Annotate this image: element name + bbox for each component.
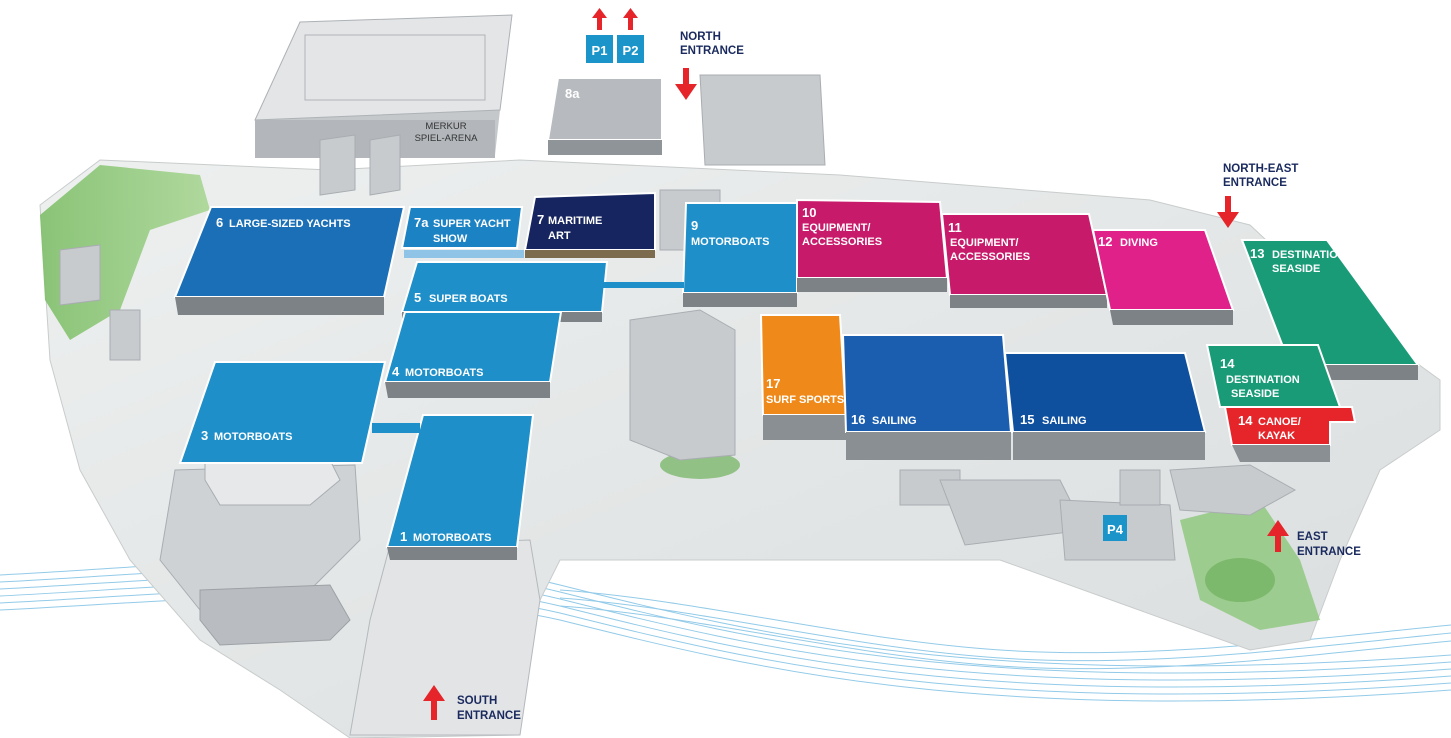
hall-5-number: 5 bbox=[414, 290, 421, 305]
hall-8a-number: 8a bbox=[565, 86, 580, 101]
hall-7a-label-line1: SUPER YACHT bbox=[433, 218, 511, 230]
south-terminal bbox=[159, 449, 541, 736]
hall-7[interactable]: 7 MARITIME ART bbox=[523, 191, 656, 258]
arena-label-line2: SPIEL-ARENA bbox=[415, 133, 478, 144]
hall-9[interactable]: 9 MOTORBOATS bbox=[681, 202, 798, 307]
hall-14-label-line2: SEASIDE bbox=[1231, 388, 1279, 400]
hall-8a[interactable]: 8a bbox=[546, 77, 663, 155]
hall-4-label: MOTORBOATS bbox=[405, 367, 483, 379]
hall-13-label-line1: DESTINATION bbox=[1272, 249, 1346, 261]
hall-4[interactable]: 4 MOTORBOATS bbox=[383, 311, 563, 398]
parking-p1-label: P1 bbox=[592, 43, 608, 58]
parking-p4-label: P4 bbox=[1107, 522, 1124, 537]
hall-10-label-line2: ACCESSORIES bbox=[802, 236, 882, 248]
hall-14-number: 14 bbox=[1220, 356, 1235, 371]
parking-p2[interactable]: P2 bbox=[617, 8, 644, 63]
hall-17-number: 17 bbox=[766, 376, 780, 391]
parking-p1[interactable]: P1 bbox=[586, 8, 613, 63]
hall-15[interactable]: 15 SAILING bbox=[1003, 352, 1207, 460]
hall-connectors bbox=[372, 250, 684, 433]
east-entrance[interactable]: EAST ENTRANCE bbox=[1267, 520, 1361, 558]
south-entrance-line1: SOUTH bbox=[457, 695, 497, 707]
north-east-entrance-line2: ENTRANCE bbox=[1223, 177, 1287, 189]
hall-11[interactable]: 11 EQUIPMENT/ ACCESSORIES bbox=[940, 213, 1109, 308]
hall-11-number: 11 bbox=[948, 220, 962, 235]
hall-16-number: 16 bbox=[851, 412, 865, 427]
hall-7a-label-line2: SHOW bbox=[433, 233, 468, 245]
hall-6[interactable]: 6 LARGE-SIZED YACHTS bbox=[173, 206, 406, 315]
tree-cluster bbox=[1205, 558, 1275, 602]
arrow-up-icon bbox=[592, 8, 607, 30]
hall-11-label-line1: EQUIPMENT/ bbox=[950, 237, 1018, 249]
hall-17-label: SURF SPORTS bbox=[766, 394, 844, 406]
hall-7a-number: 7a bbox=[414, 215, 429, 230]
hall-14-label-line1: DESTINATION bbox=[1226, 374, 1300, 386]
hall-12-number: 12 bbox=[1098, 234, 1112, 249]
north-entrance[interactable]: NORTH ENTRANCE bbox=[675, 31, 744, 100]
hall-14-destination-seaside[interactable]: 14 DESTINATION SEASIDE bbox=[1205, 344, 1342, 408]
hall-10[interactable]: 10 EQUIPMENT/ ACCESSORIES bbox=[796, 198, 949, 292]
hall-14-canoe-kayak[interactable]: 14 CANOE/ KAYAK bbox=[1223, 406, 1357, 462]
hall-3[interactable]: 3 MOTORBOATS bbox=[178, 361, 387, 464]
arrow-up-icon bbox=[1267, 520, 1289, 552]
hall-14-canoe-number: 14 bbox=[1238, 413, 1253, 428]
hall-3-label: MOTORBOATS bbox=[214, 431, 292, 443]
arrow-up-icon bbox=[623, 8, 638, 30]
hall-12[interactable]: 12 DIVING bbox=[1091, 229, 1235, 325]
hall-13[interactable]: 13 DESTINATION SEASIDE bbox=[1240, 239, 1420, 380]
hall-11-label-line2: ACCESSORIES bbox=[950, 251, 1030, 263]
hall-9-number: 9 bbox=[691, 218, 698, 233]
hall-9-label: MOTORBOATS bbox=[691, 236, 769, 248]
merkur-spiel-arena: MERKUR SPIEL-ARENA bbox=[254, 14, 513, 158]
hall-7a[interactable]: 7a SUPER YACHT SHOW bbox=[400, 206, 524, 249]
north-east-entrance-line1: NORTH-EAST bbox=[1223, 163, 1298, 175]
hall-16-label: SAILING bbox=[872, 415, 917, 427]
hall-15-number: 15 bbox=[1020, 412, 1034, 427]
hall-12-label: DIVING bbox=[1120, 237, 1158, 249]
parking-p2-label: P2 bbox=[623, 43, 639, 58]
hall-4-number: 4 bbox=[392, 364, 400, 379]
south-entrance-line2: ENTRANCE bbox=[457, 710, 521, 722]
north-east-entrance[interactable]: NORTH-EAST ENTRANCE bbox=[1217, 163, 1298, 228]
hall-3-number: 3 bbox=[201, 428, 208, 443]
hall-10-label-line1: EQUIPMENT/ bbox=[802, 222, 870, 234]
hall-6-number: 6 bbox=[216, 215, 223, 230]
hall-1-number: 1 bbox=[400, 529, 407, 544]
hall-5-label: SUPER BOATS bbox=[429, 293, 508, 305]
hall-15-label: SAILING bbox=[1042, 415, 1087, 427]
north-entrance-line2: ENTRANCE bbox=[680, 45, 744, 57]
hall-16[interactable]: 16 SAILING bbox=[841, 334, 1013, 460]
parking-p4[interactable]: P4 bbox=[1103, 515, 1127, 541]
hall-13-number: 13 bbox=[1250, 246, 1264, 261]
hall-7-label-line2: ART bbox=[548, 230, 571, 242]
east-entrance-line1: EAST bbox=[1297, 531, 1328, 543]
arrow-down-icon bbox=[1217, 196, 1239, 228]
east-entrance-line2: ENTRANCE bbox=[1297, 546, 1361, 558]
hall-13-label-line2: SEASIDE bbox=[1272, 263, 1320, 275]
hall-6-label: LARGE-SIZED YACHTS bbox=[229, 218, 351, 230]
hall-14-canoe-label-line1: CANOE/ bbox=[1258, 416, 1301, 428]
south-entrance[interactable]: SOUTH ENTRANCE bbox=[423, 685, 521, 722]
hall-1-label: MOTORBOATS bbox=[413, 532, 491, 544]
arena-label-line1: MERKUR bbox=[425, 121, 466, 132]
arrow-up-icon bbox=[423, 685, 445, 720]
hall-14-canoe-label-line2: KAYAK bbox=[1258, 430, 1295, 442]
arrow-down-icon bbox=[675, 68, 697, 100]
hall-7-label-line1: MARITIME bbox=[548, 215, 602, 227]
north-entrance-line1: NORTH bbox=[680, 31, 721, 43]
hall-7-number: 7 bbox=[537, 212, 544, 227]
hall-10-number: 10 bbox=[802, 205, 816, 220]
hall-1[interactable]: 1 MOTORBOATS bbox=[385, 414, 535, 560]
hall-17[interactable]: 17 SURF SPORTS bbox=[759, 314, 848, 440]
